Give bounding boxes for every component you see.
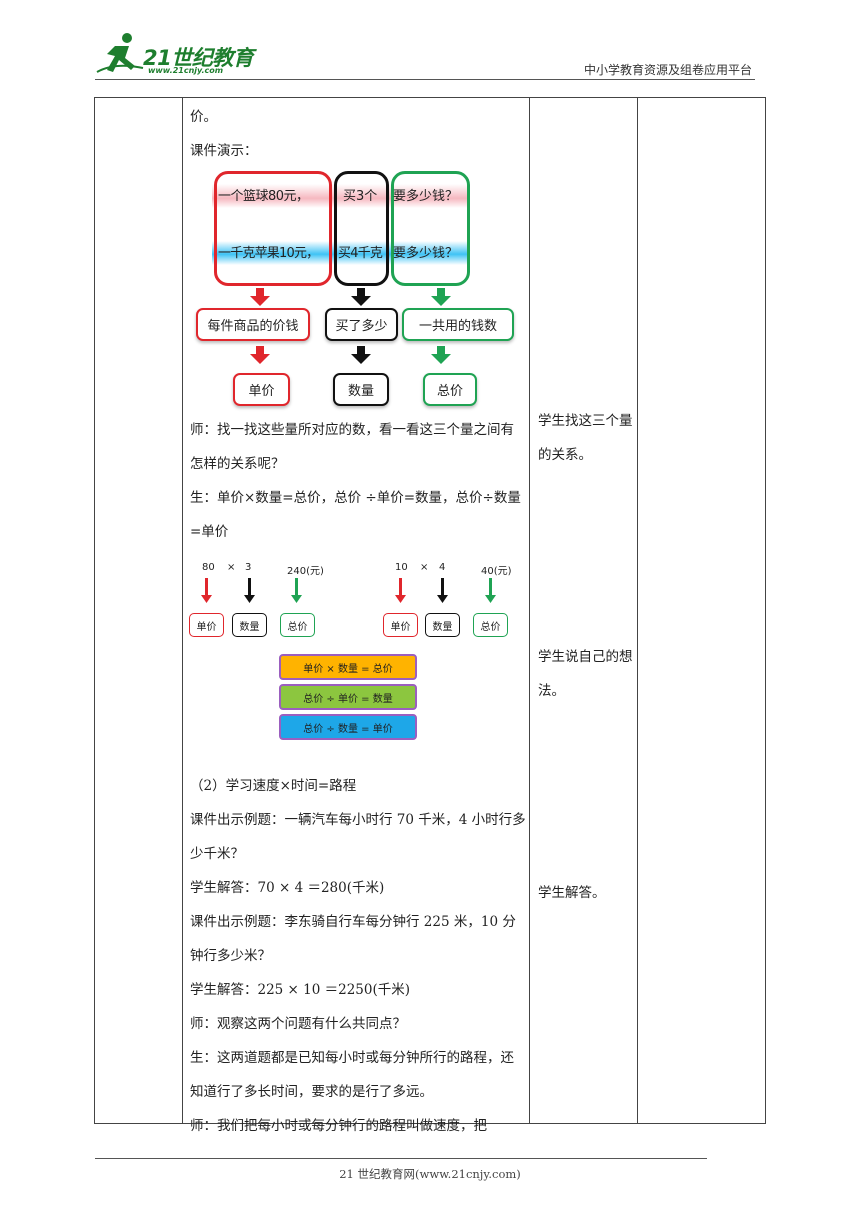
student-activity: 学生说自己的想法。 <box>538 649 633 699</box>
footer-divider <box>95 1158 707 1159</box>
row2-price: 一千克苹果10元， <box>218 246 319 261</box>
paragraph: 生：单价×数量=总价，总价 ÷单价=数量，总价÷数量=单价 <box>190 490 521 540</box>
table-column-divider <box>182 98 183 1123</box>
small-label-quantity: 数量 <box>425 613 460 637</box>
right-num-total: 40(元) <box>481 566 512 577</box>
right-num-qty: 4 <box>439 562 446 573</box>
paragraph: 价。 <box>190 109 217 125</box>
header-divider <box>95 79 755 80</box>
table-column-divider <box>529 98 530 1123</box>
lesson-table <box>94 97 766 1124</box>
row2-total: 要多少钱？ <box>393 246 459 261</box>
left-num-price: 80 <box>202 562 215 573</box>
paragraph: 师：找一找这些量所对应的数，看一看这三个量之间有怎样的关系呢？ <box>190 422 514 472</box>
student-activity: 学生解答。 <box>538 885 606 901</box>
row1-price: 一个篮球80元， <box>218 189 309 204</box>
right-times: × <box>420 562 429 573</box>
formula-unit-price: 总价 ÷ 数量 = 单价 <box>279 714 417 740</box>
row-highlight <box>212 241 467 265</box>
left-times: × <box>227 562 236 573</box>
paragraph: （2）学习速度×时间=路程 <box>190 778 357 794</box>
small-label-total: 总价 <box>473 613 508 637</box>
paragraph: 师：观察这两个问题有什么共同点？ <box>190 1016 406 1032</box>
formula-total: 单价 × 数量 = 总价 <box>279 654 417 680</box>
formula-arrows-icon <box>201 578 496 603</box>
label-quantity: 数量 <box>333 373 389 406</box>
right-num-price: 10 <box>395 562 408 573</box>
paragraph: 课件演示： <box>190 143 258 159</box>
label-unit-price-desc: 每件商品的价钱 <box>196 308 310 341</box>
small-label-unit-price: 单价 <box>383 613 418 637</box>
paragraph: 课件出示例题：李东骑自行车每分钟行 225 米，10 分钟行多少米？ <box>190 914 516 964</box>
row1-total: 要多少钱？ <box>393 189 459 204</box>
logo-url: www.21cnjy.com <box>148 66 224 75</box>
label-quantity-desc: 买了多少 <box>325 308 398 341</box>
platform-title: 中小学教育资源及组卷应用平台 <box>583 63 752 77</box>
label-total-desc: 一共用的钱数 <box>402 308 514 341</box>
paragraph: 学生解答：70 × 4 ＝280(千米) <box>190 880 385 896</box>
group-frame-black <box>334 171 389 286</box>
label-unit-price: 单价 <box>233 373 290 406</box>
left-num-qty: 3 <box>245 562 252 573</box>
paragraph: 师：我们把每小时或每分钟行的路程叫做速度，把 <box>190 1118 487 1134</box>
label-total: 总价 <box>423 373 477 406</box>
down-arrows-icon <box>250 288 451 364</box>
paragraph: 课件出示例题：一辆汽车每小时行 70 千米，4 小时行多少千米？ <box>190 812 526 862</box>
small-label-total: 总价 <box>280 613 315 637</box>
teacher-column: 价。 课件演示： 师：找一找这些量所对应的数，看一看这三个量之间有怎样的关系呢？… <box>190 100 526 1143</box>
paragraph: 生：这两道题都是已知每小时或每分钟所行的路程，还知道行了多长时间，要求的是行了多… <box>190 1050 514 1100</box>
group-frame-green <box>391 171 470 286</box>
page-header: 21世纪教育 www.21cnjy.com 中小学教育资源及组卷应用平台 <box>0 0 860 80</box>
paragraph: 学生解答：225 × 10 ＝2250(千米) <box>190 982 411 998</box>
left-num-total: 240(元) <box>287 566 324 577</box>
student-activity: 学生找这三个量的关系。 <box>538 413 633 463</box>
small-label-unit-price: 单价 <box>189 613 224 637</box>
table-column-divider <box>637 98 638 1123</box>
row1-qty: 买3个 <box>343 189 378 204</box>
row2-qty: 买4千克 <box>338 246 383 261</box>
runner-logo-icon <box>96 33 144 73</box>
group-frame-red <box>214 171 332 286</box>
logo-text: 21世纪教育 <box>143 46 254 70</box>
formula-quantity: 总价 ÷ 单价 = 数量 <box>279 684 417 710</box>
small-label-quantity: 数量 <box>232 613 267 637</box>
row-highlight <box>212 184 467 208</box>
footer-text: 21 世纪教育网(www.21cnjy.com) <box>339 1167 521 1181</box>
